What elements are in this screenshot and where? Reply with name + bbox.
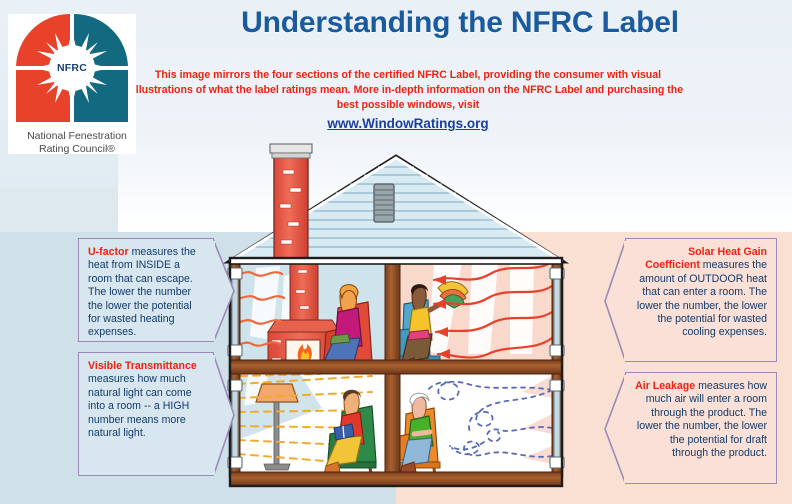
intro-text: This image mirrors the four sections of …: [132, 69, 684, 111]
attic-vent: [373, 183, 395, 223]
roof: [222, 143, 570, 264]
callout-air-leakage-keyword: Air Leakage: [635, 380, 696, 392]
air-leakage-swirls: [427, 380, 552, 458]
solar-heat-arrowheads: [434, 275, 450, 359]
callout-visible-transmittance: Visible Transmittance measures how much …: [78, 352, 235, 476]
upper-left-room: [238, 262, 373, 360]
callout-u-factor: U-factor measures the heat from INSIDE a…: [78, 238, 235, 342]
callout-u-factor-body: measures the heat from INSIDE a room tha…: [88, 246, 196, 339]
person-seated-magenta: [324, 284, 363, 360]
person-reading: [323, 389, 365, 472]
lower-left-room: [238, 374, 377, 472]
nfrc-logo: NFRC National Fenestration Rating Counci…: [8, 14, 136, 155]
window-lower-left: [227, 379, 243, 469]
window-ratings-link[interactable]: www.WindowRatings.org: [327, 116, 489, 131]
callout-arrow-left: [604, 239, 626, 361]
logo-wordmark: NFRC: [57, 62, 87, 74]
person-seated-with-fan: [401, 281, 469, 360]
page-title: Understanding the NFRC Label: [241, 6, 679, 39]
logo-center-disc: NFRC: [49, 45, 95, 91]
intro-paragraph: This image mirrors the four sections of …: [132, 68, 684, 131]
logo-caption: National Fenestration Rating Council®: [27, 130, 127, 155]
nfrc-logo-mark: NFRC: [16, 14, 128, 122]
callout-visible-transmittance-keyword: Visible Transmittance: [88, 360, 197, 372]
callout-air-leakage: Air Leakage measures how much air will e…: [604, 372, 777, 484]
callout-shgc-body: measures the amount of OUTDOOR heat that…: [636, 259, 767, 339]
callout-visible-transmittance-body: measures how much natural light can come…: [88, 373, 192, 440]
callout-arrow-left: [604, 373, 626, 483]
lower-right-room: [400, 376, 552, 472]
callout-arrow-right: [213, 353, 235, 475]
callout-arrow-right: [213, 239, 235, 341]
left-panel-top-extension: [0, 188, 118, 232]
upper-right-room: [400, 262, 552, 360]
solar-heat-arrows: [432, 262, 552, 359]
person-seated-green: [400, 392, 434, 472]
callout-air-leakage-body: measures how much air will enter a room …: [636, 380, 767, 460]
callout-u-factor-keyword: U-factor: [88, 246, 129, 258]
window-lower-right: [549, 379, 565, 469]
window-upper-right: [549, 267, 565, 357]
callout-solar-heat-gain-coefficient: Solar Heat Gain Coefficient measures the…: [604, 238, 777, 362]
callout-shgc-keyword: Solar Heat Gain Coefficient: [645, 246, 767, 272]
house-cutaway-illustration: [222, 140, 570, 488]
window-upper-left: [227, 267, 243, 357]
